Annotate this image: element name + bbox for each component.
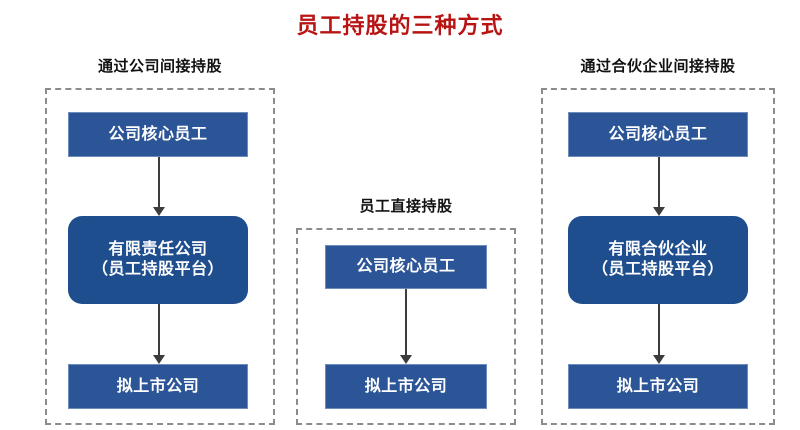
arrow-head-icon <box>653 207 665 216</box>
connector-stem <box>158 157 160 208</box>
node-label: 公司核心员工 <box>108 125 208 143</box>
node-left-employees[interactable]: 公司核心员工 <box>68 112 248 157</box>
dashed-container-center <box>296 228 516 425</box>
node-center-listco[interactable]: 拟上市公司 <box>325 364 487 409</box>
arrow-head-icon <box>653 355 665 364</box>
column-header-center: 员工直接持股 <box>359 198 453 215</box>
node-right-listco[interactable]: 拟上市公司 <box>568 364 748 409</box>
column-header-right: 通过合伙企业间接持股 <box>580 58 736 75</box>
dashed-container-right <box>541 88 775 425</box>
node-label: 公司核心员工 <box>608 125 708 143</box>
connector-right-1 <box>652 157 666 216</box>
connector-right-2 <box>652 304 666 364</box>
node-label: 拟上市公司 <box>116 377 200 395</box>
node-left-listco[interactable]: 拟上市公司 <box>68 364 248 409</box>
connector-stem <box>158 304 160 356</box>
node-left-platform[interactable]: 有限责任公司 （员工持股平台） <box>68 216 248 304</box>
node-label-line1: 有限责任公司 <box>108 241 208 259</box>
page-title: 员工持股的三种方式 <box>296 13 504 38</box>
node-right-platform[interactable]: 有限合伙企业 （员工持股平台） <box>568 216 748 304</box>
connector-left-2 <box>152 304 166 364</box>
connector-stem <box>405 289 407 356</box>
node-label-line1: 有限合伙企业 <box>608 241 708 259</box>
node-label-line2: （员工持股平台） <box>91 261 224 278</box>
arrow-head-icon <box>153 355 165 364</box>
connector-stem <box>658 304 660 356</box>
node-label: 公司核心员工 <box>356 258 456 276</box>
column-header-left: 通过公司间接持股 <box>97 58 222 75</box>
node-label-line2: （员工持股平台） <box>591 261 724 278</box>
node-right-employees[interactable]: 公司核心员工 <box>568 112 748 157</box>
node-label: 拟上市公司 <box>364 377 448 395</box>
arrow-head-icon <box>153 207 165 216</box>
connector-center-1 <box>399 289 413 364</box>
arrow-head-icon <box>400 355 412 364</box>
node-center-employees[interactable]: 公司核心员工 <box>325 245 487 289</box>
dashed-container-left <box>45 88 275 425</box>
node-label: 拟上市公司 <box>616 377 700 395</box>
connector-stem <box>658 157 660 208</box>
connector-left-1 <box>152 157 166 216</box>
